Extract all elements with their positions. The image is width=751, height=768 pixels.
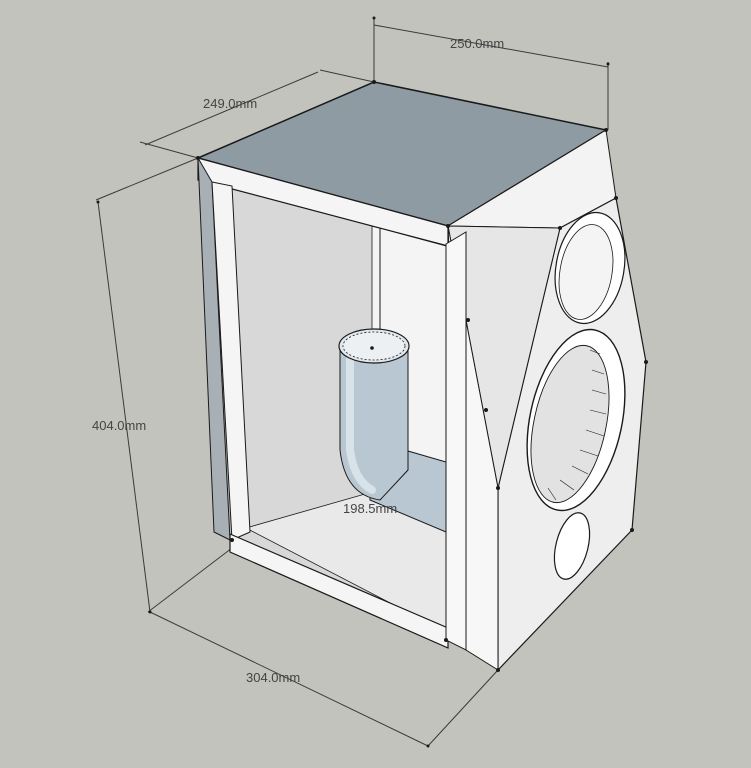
port-highlight (346, 348, 376, 494)
frame-right-post[interactable] (445, 231, 467, 651)
dim-extension-line (319, 69, 375, 83)
port-center-point (370, 346, 374, 350)
port-bend (339, 347, 409, 501)
frame-bottom-rail[interactable] (229, 533, 449, 649)
dim-extension-line (427, 669, 499, 747)
port-hole-cutout[interactable] (548, 509, 596, 583)
woofer-chamfer-lines (547, 349, 607, 501)
dim-label-width[interactable]: 250.0mm (450, 36, 504, 51)
dim-bottom-line[interactable] (149, 611, 429, 747)
tweeter-cutout-inner (558, 224, 614, 320)
dim-width-line[interactable] (373, 24, 609, 68)
dim-height-line[interactable] (97, 201, 151, 613)
dim-label-port[interactable]: 198.5mm (343, 501, 397, 516)
port-tube[interactable] (338, 328, 447, 533)
dim-extension-line (147, 547, 233, 613)
dim-extension-line (95, 157, 199, 201)
dim-label-height[interactable]: 404.0mm (92, 418, 146, 433)
driver-cutouts (526, 211, 626, 583)
dim-depth-line[interactable] (144, 71, 319, 146)
woofer-cutout-inner (530, 344, 610, 504)
frame-left-post[interactable] (211, 181, 251, 541)
dim-extension-line (139, 141, 199, 159)
dim-label-bottom[interactable]: 304.0mm (246, 670, 300, 685)
port-opening-inner (342, 331, 406, 361)
dim-label-depth[interactable]: 249.0mm (203, 96, 257, 111)
vertex-points (96, 16, 648, 748)
